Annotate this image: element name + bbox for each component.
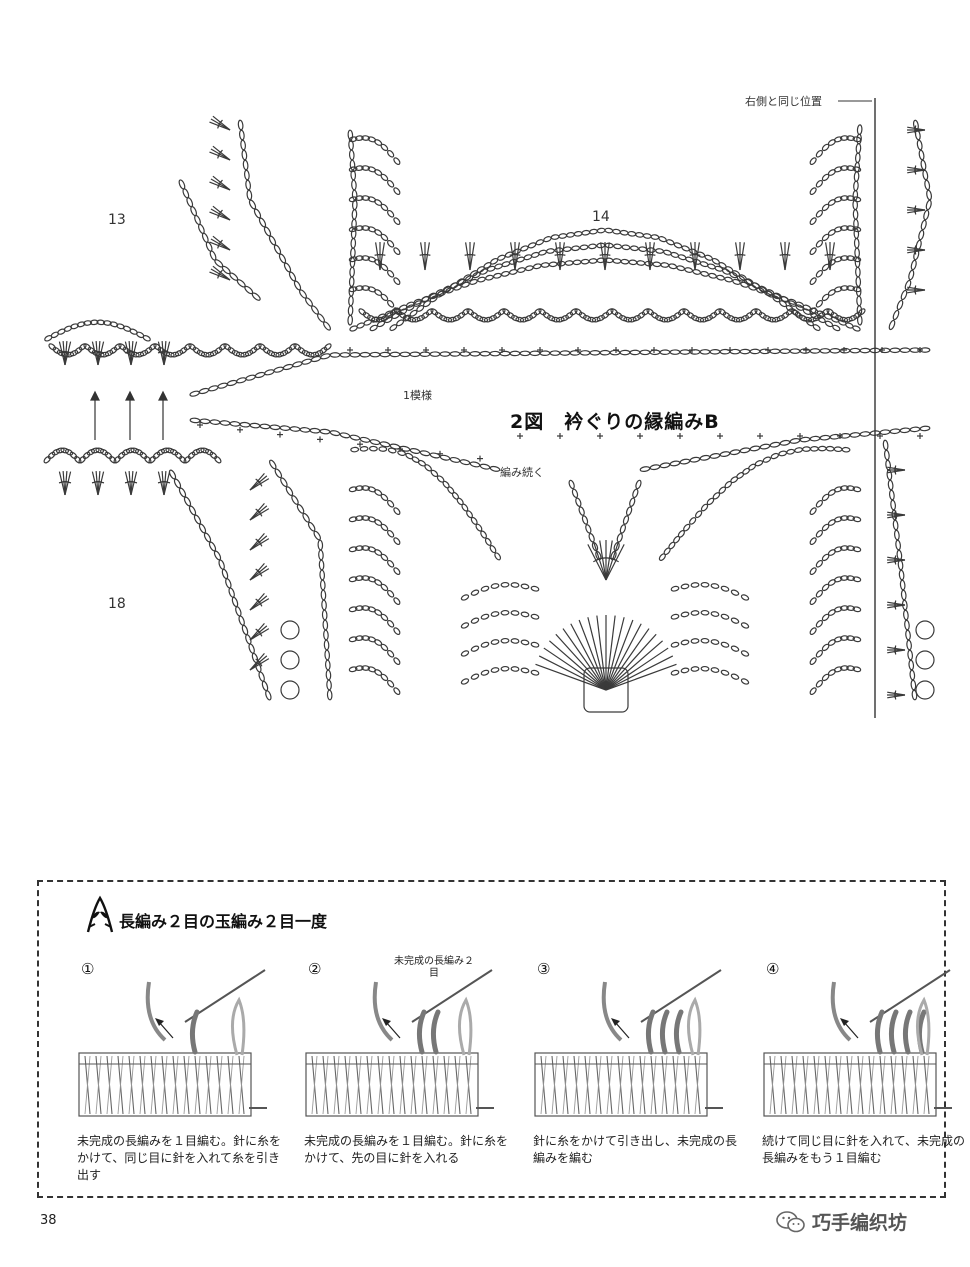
step-number: ④ <box>766 960 780 978</box>
continue-label: 編み続く <box>500 466 544 479</box>
one-repeat-label: 1模様 <box>403 389 432 402</box>
step-2-illustration <box>305 969 494 1117</box>
legend-heading: 長編み２目の玉編み２目一度 <box>119 912 328 931</box>
section-label-18: 18 <box>108 596 126 612</box>
same-position-label: 右側と同じ位置 <box>745 95 822 108</box>
section-label-14: 14 <box>592 209 610 225</box>
step-3-illustration <box>534 969 723 1117</box>
page-number: 38 <box>40 1213 57 1228</box>
step-number: ③ <box>537 960 551 978</box>
step-number: ① <box>81 960 95 978</box>
watermark-text: 巧手编织坊 <box>812 1212 908 1234</box>
step-4-illustration <box>763 969 952 1117</box>
stitch-legend: 長編み２目の玉編み２目一度 ① 未完成の長編みを１目編む。針に糸をかけて、同じ目… <box>37 880 965 1198</box>
upward-arrows <box>90 390 168 440</box>
step-number: ② <box>308 960 322 978</box>
step-caption: 未完成の長編みを１目編む。針に糸をかけて、同じ目に針を入れて糸を引き出す <box>77 1134 282 1182</box>
unfinished-dc-annotation: 未完成の長編み２目 <box>394 956 474 979</box>
crochet-chart <box>43 98 935 718</box>
step-caption: 続けて同じ目に針を入れて、未完成の長編みをもう１目編む <box>762 1134 966 1165</box>
watermark: 巧手编织坊 <box>776 1208 907 1235</box>
wechat-icon <box>776 1210 805 1232</box>
cluster-stitch-icon <box>86 895 114 933</box>
step-caption: 針に糸をかけて引き出し、未完成の長編みを編む <box>533 1134 738 1165</box>
diagram-title: 2図 衿ぐりの縁編みB <box>510 411 720 433</box>
step-caption: 未完成の長編みを１目編む。針に糸をかけて、先の目に針を入れる <box>304 1134 509 1165</box>
step-1-illustration <box>78 969 267 1117</box>
section-label-13: 13 <box>108 212 126 228</box>
